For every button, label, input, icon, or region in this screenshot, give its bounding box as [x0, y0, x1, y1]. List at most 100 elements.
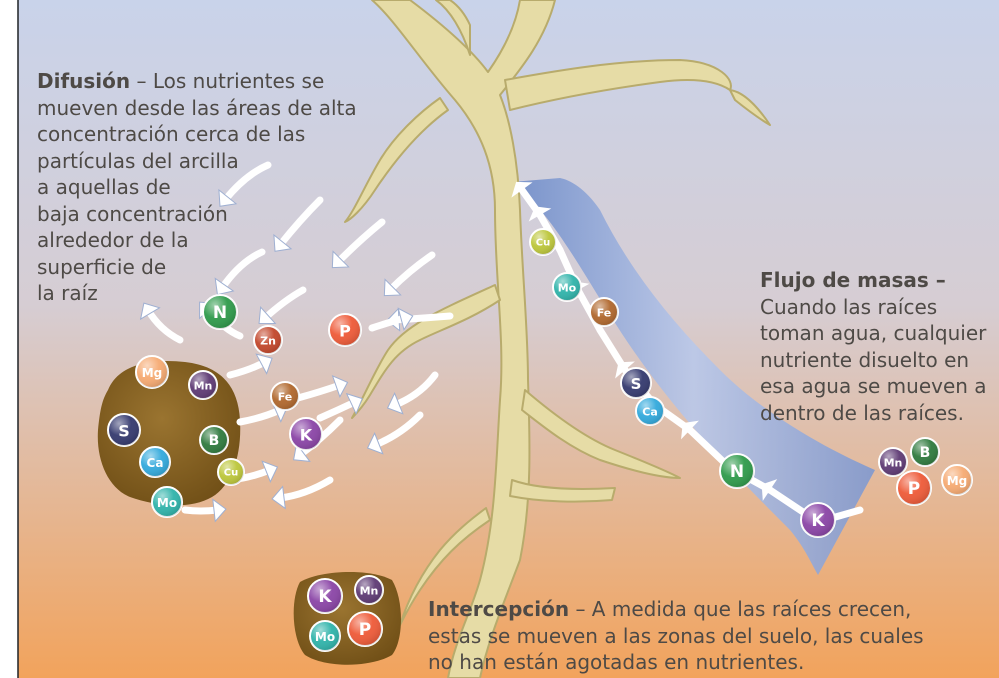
diffusion-line-5: a aquellas de — [37, 175, 171, 199]
interception-line-3: no han están agotadas en nutrientes. — [428, 650, 805, 674]
plant-root — [344, 0, 771, 678]
nutrient-symbol: P — [339, 322, 351, 341]
mass-flow-line-4: esa agua se mueven a — [760, 374, 987, 398]
diffusion-arrow-head — [386, 392, 404, 415]
interception-line-2: estas se mueven a las zonas del suelo, l… — [428, 623, 924, 648]
nutrient-ball-shine — [308, 579, 342, 613]
diffusion-arrow-head — [212, 498, 227, 523]
diffusion-arrow-head — [331, 250, 350, 269]
mass-flow-band — [512, 178, 875, 575]
nutrient-ball-shine — [348, 612, 382, 646]
diffusion-arrow-head — [331, 375, 349, 398]
nutrient-ball-shine — [355, 576, 383, 604]
nutrient-ball-shine — [530, 229, 556, 255]
diffusion-arrow-head — [271, 485, 286, 510]
diffusion-nutrient-fe: Fe — [270, 381, 300, 411]
mass-flow-nutrient-ca: Ca — [635, 396, 665, 426]
nutrient-symbol: Zn — [260, 335, 276, 348]
nutrient-symbol: K — [300, 426, 313, 445]
interception-title: Intercepción — [428, 597, 570, 621]
nutrient-ball-shine — [200, 426, 228, 454]
diffusion-nutrient-mg: Mg — [135, 355, 169, 389]
nutrient-symbol: Fe — [597, 307, 612, 320]
diffusion-nutrient-b: B — [199, 425, 229, 455]
diffusion-arrow-head — [139, 302, 161, 321]
nutrient-symbol: Mn — [884, 457, 903, 470]
mass-flow-nutrient-mn: Mn — [878, 447, 908, 477]
diffusion-line-3: concentración cerca de las — [37, 122, 306, 146]
diffusion-arrow-head — [383, 278, 402, 297]
diffusion-nutrient-mo: Mo — [151, 486, 183, 518]
diffusion-nutrient-mn: Mn — [188, 370, 218, 400]
nutrient-ball-shine — [271, 382, 299, 410]
diffusion-line-8: superficie de — [37, 254, 167, 279]
diffusion-line-1: – Los nutrientes se — [130, 69, 325, 93]
nutrient-symbol: Mn — [360, 585, 379, 598]
diffusion-arrow-shaft — [221, 161, 272, 204]
diffusion-arrow-head — [345, 392, 363, 415]
nutrient-symbol: Mg — [947, 474, 968, 488]
diffusion-arrow-shaft — [386, 251, 436, 294]
nutrient-ball-shine — [621, 368, 651, 398]
mass-flow-line-2: toman agua, cualquier — [760, 321, 987, 345]
nutrient-symbol: Mo — [315, 630, 335, 644]
diffusion-arrow-head — [366, 432, 384, 455]
diffusion-arrow-head — [261, 460, 279, 483]
mass-flow-line-1: Cuando las raíces — [760, 294, 938, 319]
nutrient-ball-shine — [590, 298, 618, 326]
nutrient-ball-shine — [203, 295, 237, 329]
diffusion-arrow-head — [214, 277, 235, 296]
nutrient-symbol: P — [359, 620, 371, 640]
diffusion-nutrient-n: N — [202, 294, 238, 330]
diffusion-arrow-shaft — [218, 248, 266, 292]
diffusion-line-4: partículas del arcilla — [37, 148, 239, 173]
nutrient-symbol: Mg — [142, 366, 163, 380]
nutrient-ball-shine — [879, 448, 907, 476]
diffusion-arrow-shaft — [334, 218, 386, 266]
mass-flow-line-5: dentro de las raíces. — [760, 400, 964, 425]
mass-flow-nutrient-cu: Cu — [529, 228, 557, 256]
mass-flow-nutrient-mg: Mg — [941, 464, 973, 496]
diffusion-line-9: la raíz — [37, 281, 98, 305]
nutrient-ball-shine — [636, 397, 664, 425]
diffusion-nutrient-cu: Cu — [217, 458, 245, 486]
nutrient-ball-shine — [911, 438, 939, 466]
mass-flow-title: Flujo de masas — [760, 268, 929, 292]
nutrient-ball-shine — [942, 465, 972, 495]
diffusion-nutrient-zn: Zn — [253, 325, 283, 355]
nutrient-symbol: K — [318, 587, 332, 607]
nutrient-ball-shine — [136, 356, 168, 388]
diffusion-arrow-head — [273, 233, 293, 252]
nutrient-ball-shine — [152, 487, 182, 517]
interception-description: Intercepción – A medida que las raíces c… — [428, 596, 968, 676]
nutrient-symbol: B — [209, 433, 220, 449]
diffusion-nutrient-k: K — [289, 417, 323, 451]
nutrient-symbol: Ca — [147, 456, 164, 470]
diffusion-arrow-head — [258, 305, 277, 325]
mass-flow-nutrient-k: K — [800, 502, 836, 538]
nutrient-symbol: Fe — [278, 391, 293, 404]
nutrient-ball-shine — [140, 447, 170, 477]
diffusion-nutrient-s: S — [107, 413, 141, 447]
nutrient-symbol: Mn — [194, 380, 213, 393]
nutrient-symbol: S — [118, 422, 130, 441]
nutrient-ball-shine — [897, 471, 931, 505]
nutrient-symbol: N — [213, 303, 227, 323]
diffusion-nutrient-ca: Ca — [139, 446, 171, 478]
nutrient-ball-shine — [720, 454, 754, 488]
interception-nutrient-mn: Mn — [354, 575, 384, 605]
diffusion-arrow-shaft — [181, 506, 222, 515]
mass-flow-arrow-shaft — [596, 326, 629, 374]
nutrient-symbol: P — [908, 479, 920, 499]
mass-flow-nutrient-mo: Mo — [552, 272, 582, 302]
nutrient-ball-shine — [553, 273, 581, 301]
mass-flow-nutrient-n: N — [719, 453, 755, 489]
mass-flow-nutrient-p: P — [896, 470, 932, 506]
diffusion-arrows — [139, 161, 454, 523]
nutrient-symbol: S — [631, 375, 642, 393]
nutrient-symbol: Ca — [642, 406, 658, 419]
nutrient-ball-shine — [189, 371, 217, 399]
nutrient-ball-shine — [108, 414, 140, 446]
mass-flow-title-dash: – — [928, 268, 946, 292]
